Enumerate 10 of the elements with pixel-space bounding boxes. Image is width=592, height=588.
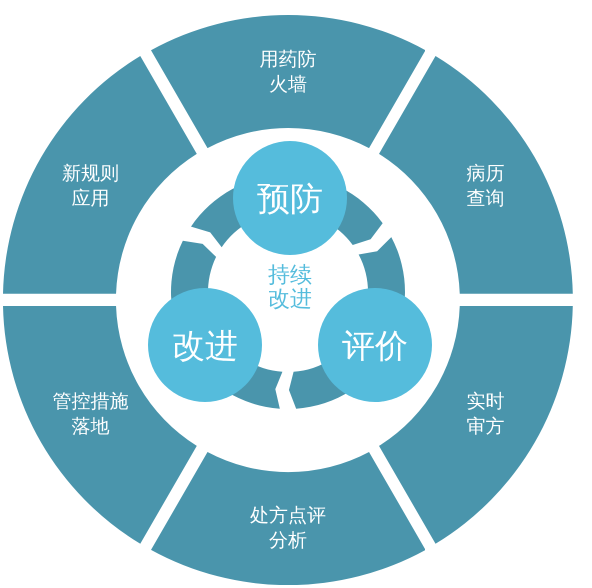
stage-label: 改进 xyxy=(172,328,238,362)
segment-label: 实时审方 xyxy=(465,389,506,439)
segment-label: 病历查询 xyxy=(465,161,506,211)
stage-label: 评价 xyxy=(342,328,408,362)
segment-label: 处方点评分析 xyxy=(248,503,327,553)
segment-label: 管控措施落地 xyxy=(52,389,130,439)
segment-label: 新规则应用 xyxy=(61,161,120,211)
stage-label: 预防 xyxy=(257,182,323,214)
segment-label: 用药防火墙 xyxy=(258,47,318,97)
center-label: 持续改进 xyxy=(267,264,313,312)
